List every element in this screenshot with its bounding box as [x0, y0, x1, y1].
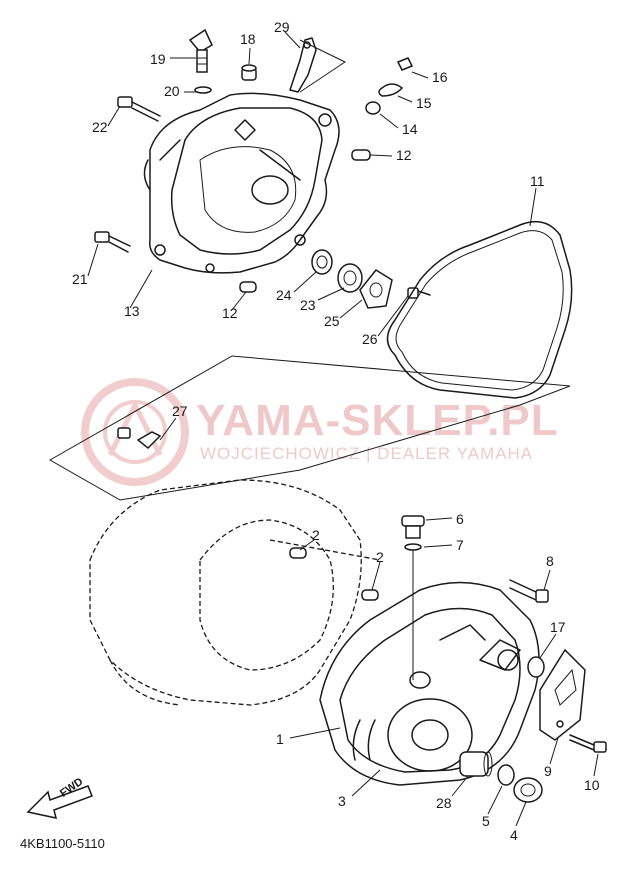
oil-filler-6 — [401, 515, 425, 539]
callout-12-lower: 12 — [222, 305, 238, 321]
damper-15 — [365, 57, 414, 115]
oil-plug-19 — [188, 28, 213, 94]
callout-21: 21 — [72, 271, 88, 287]
callout-27: 27 — [172, 403, 188, 419]
dowel-pin-12a — [351, 149, 371, 161]
callout-2-right: 2 — [376, 549, 384, 565]
callout-1: 1 — [276, 731, 284, 747]
callout-24: 24 — [276, 287, 292, 303]
o-ring-5 — [497, 764, 515, 786]
callout-17: 17 — [550, 619, 566, 635]
callout-28: 28 — [436, 795, 452, 811]
bolt-22 — [117, 96, 161, 122]
plug-18 — [241, 64, 257, 81]
bolt-8 — [509, 579, 549, 603]
callout-22: 22 — [92, 119, 108, 135]
crankcase-cover-13 — [143, 92, 340, 274]
group-outline — [48, 355, 571, 501]
bolt-21 — [94, 231, 131, 253]
callout-10: 10 — [584, 777, 600, 793]
bracket-29 — [289, 37, 347, 93]
plug-4 — [513, 777, 543, 803]
callout-2-left: 2 — [312, 527, 320, 543]
leader-lines — [87, 31, 599, 827]
watermark-title: YAMA-SKLEP.PL — [196, 396, 559, 445]
bolt-10 — [569, 734, 607, 753]
callout-4: 4 — [510, 827, 518, 843]
o-ring-7 — [404, 543, 422, 551]
plate-25 — [359, 269, 393, 309]
clip-27 — [117, 427, 162, 450]
dowel-pin-12b — [239, 281, 257, 293]
callout-9: 9 — [544, 763, 552, 779]
crankcase-cover-1 — [319, 581, 540, 786]
watermark-subtitle: WOJCIECHOWICZ | DEALER YAMAHA — [200, 444, 534, 463]
washer-17 — [527, 656, 545, 678]
callout-3: 3 — [338, 793, 346, 809]
callout-12-upper: 12 — [396, 147, 412, 163]
callout-20: 20 — [164, 83, 180, 99]
callout-8: 8 — [546, 553, 554, 569]
callout-15: 15 — [416, 95, 432, 111]
callout-5: 5 — [482, 813, 490, 829]
gasket-11 — [386, 220, 573, 399]
callout-14: 14 — [402, 121, 418, 137]
callout-29: 29 — [274, 19, 290, 35]
callout-23: 23 — [300, 297, 316, 313]
callout-16: 16 — [432, 69, 448, 85]
callout-13: 13 — [124, 303, 140, 319]
callout-25: 25 — [324, 313, 340, 329]
oil-seal-24 — [311, 249, 333, 275]
cover-9 — [539, 648, 586, 741]
collar-28 — [459, 751, 493, 777]
crankcase-dashed — [89, 479, 381, 706]
bearing-23 — [337, 263, 363, 293]
callout-11: 11 — [530, 173, 545, 189]
dowel-pin-2b — [361, 589, 379, 601]
fwd-arrow-icon — [26, 785, 93, 819]
callout-7: 7 — [456, 537, 464, 553]
callout-26: 26 — [362, 331, 378, 347]
dowel-pin-2a — [289, 547, 307, 559]
callout-19: 19 — [150, 51, 166, 67]
callout-18: 18 — [240, 31, 256, 47]
diagram-code: 4KB1100-5110 — [20, 836, 105, 851]
callout-6: 6 — [456, 511, 464, 527]
